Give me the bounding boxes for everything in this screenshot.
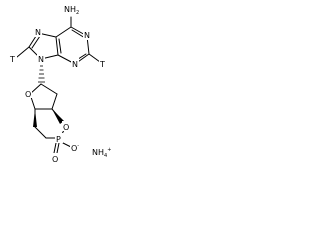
tritium-c8-label: T	[9, 55, 15, 64]
hashed-bond-n9-c1p	[38, 65, 45, 83]
bond-c4-c5-double	[58, 38, 62, 54]
bond-c3p-c2p	[51, 93, 58, 110]
bond-n7-c8-double	[31, 35, 41, 49]
chemical-structure: NH2 N N N N T T O O P O O-	[9, 2, 111, 164]
bond-c5p-o5p	[34, 126, 47, 139]
bond-c2-t	[88, 53, 101, 63]
bond-c5-c6	[55, 26, 72, 38]
oxide-anion-label: O-	[71, 143, 79, 153]
n1-label: N	[84, 31, 90, 40]
wedge-bond-c4p	[33, 109, 37, 127]
ring-oxygen-label: O	[25, 90, 31, 99]
atom-labels: NH2 N N N N T T O O P O O-	[9, 2, 111, 164]
ammonium-counterion-label: NH4+	[92, 147, 111, 159]
o3-label: O	[63, 123, 69, 132]
n7-label: N	[35, 28, 41, 37]
bond-p-o-double-a	[53, 142, 57, 154]
bond-c6-n1-double	[71, 29, 86, 39]
phosphoryl-oxygen-label: O	[52, 155, 58, 164]
n9-label: N	[38, 55, 44, 64]
bond-p-o-minus	[62, 142, 72, 148]
phosphorus-label: P	[56, 135, 61, 144]
tritium-c2-label: T	[99, 60, 105, 69]
bond-c8-t	[16, 46, 30, 58]
n3-label: N	[72, 60, 78, 69]
bond-c4-c5	[55, 36, 59, 56]
bond-p-o-double-b	[56, 142, 60, 154]
wedge-bond-c3p	[52, 109, 64, 124]
amino-label: NH2	[64, 5, 79, 16]
bond-c2p-c1p	[40, 83, 58, 95]
